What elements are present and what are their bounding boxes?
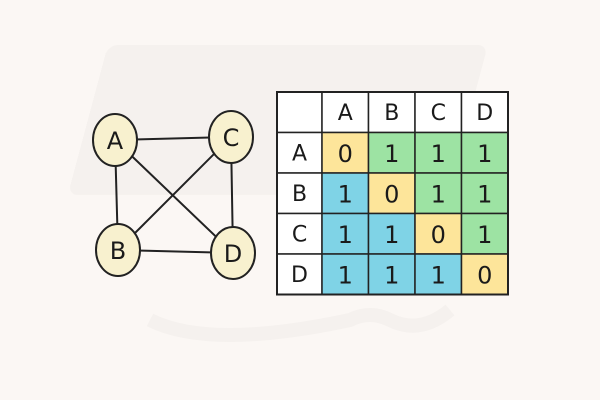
matrix-cell-value: 1 [477, 221, 492, 249]
matrix-cell-value: 0 [384, 180, 399, 208]
matrix-row-b: B 1 0 1 1 [276, 172, 509, 215]
node-label: C [223, 124, 240, 152]
matrix-row-c: C 1 1 0 1 [276, 212, 509, 255]
node-label: B [110, 237, 126, 265]
graph-nodes: A B C D [92, 110, 256, 280]
node-circle [95, 223, 141, 277]
matrix-cell-value: 1 [338, 180, 353, 208]
matrix-row-header-cell [276, 131, 323, 174]
node-circle [210, 226, 256, 280]
node-circle [92, 113, 138, 167]
matrix-cell-value: 1 [477, 180, 492, 208]
edge-c-b [117, 136, 232, 251]
matrix-cell-value: 0 [477, 261, 492, 289]
matrix-cell [321, 131, 370, 174]
matrix-cell-value: 1 [384, 261, 399, 289]
matrix-cell [321, 212, 370, 255]
matrix-column-header: B [384, 101, 399, 126]
matrix-cell-value: 1 [384, 140, 399, 168]
matrix-cell-value: 0 [431, 221, 446, 249]
matrix-cell [321, 172, 370, 215]
node-d: D [210, 226, 256, 280]
matrix-cell [367, 212, 416, 255]
matrix-column-header-cell [414, 91, 463, 134]
matrix-cell [321, 253, 370, 296]
matrix-cell-value: 1 [431, 140, 446, 168]
matrix-row-d: D 1 1 1 0 [276, 253, 509, 296]
node-b: B [95, 223, 141, 277]
matrix-row-header: A [292, 141, 307, 166]
matrix-row-header: C [292, 222, 307, 247]
matrix-row-header: D [291, 263, 308, 288]
matrix-border [276, 91, 509, 296]
matrix-row-header-cell [276, 172, 323, 215]
matrix-header-row: A B C D [276, 91, 509, 134]
matrix-column-header-cell [321, 91, 370, 134]
matrix-cell [460, 253, 509, 296]
matrix-row-header-cell [276, 253, 323, 296]
matrix-cell-value: 1 [431, 180, 446, 208]
matrix-column-header: C [431, 101, 446, 126]
matrix-column-header: D [476, 101, 493, 126]
matrix-row-a: A 0 1 1 1 [276, 131, 509, 174]
matrix-cell-value: 1 [384, 221, 399, 249]
node-circle [208, 110, 254, 164]
node-c: C [208, 110, 254, 164]
matrix-cell-value: 1 [431, 261, 446, 289]
matrix-corner-cell [276, 91, 323, 134]
node-label: D [224, 240, 242, 268]
node-a: A [92, 113, 138, 167]
edge-a-d [114, 139, 234, 254]
node-label: A [107, 127, 124, 155]
matrix-row-header: B [292, 182, 307, 207]
graph: A B C D [92, 110, 256, 280]
matrix-cell [460, 172, 509, 215]
matrix-cell-value: 1 [338, 261, 353, 289]
matrix-column-header-cell [367, 91, 416, 134]
matrix-column-header: A [338, 101, 353, 126]
matrix-cell-value: 1 [477, 140, 492, 168]
matrix-cell-value: 0 [338, 140, 353, 168]
matrix-cell-value: 1 [338, 221, 353, 249]
